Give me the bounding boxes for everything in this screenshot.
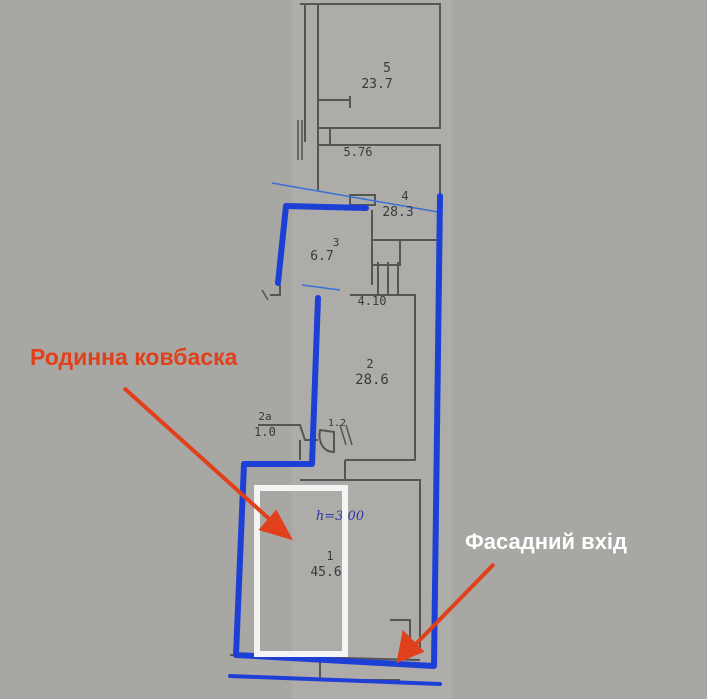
entrance-arrow-line xyxy=(410,562,496,650)
room-4-area: 28.3 xyxy=(382,205,413,220)
plan-hatching xyxy=(261,120,353,446)
section-line-lower xyxy=(301,284,341,291)
room-5-number: 5 xyxy=(383,61,391,76)
entrance-annotation-label: Фасадний вхід xyxy=(465,529,628,554)
room-1-area: 45.6 xyxy=(310,565,341,580)
annotation-arrows xyxy=(122,386,496,664)
room-3-area: 6.7 xyxy=(310,249,333,264)
room-2a-number: 2a xyxy=(258,410,271,423)
room-3-number: 3 xyxy=(333,236,340,249)
room-2-number: 2 xyxy=(366,357,373,371)
section-line xyxy=(271,182,439,213)
room-vestibule-area: 4.10 xyxy=(358,294,387,308)
room-2-area: 28.6 xyxy=(355,372,389,388)
ceiling-height-note: h=3.00 xyxy=(316,509,364,524)
sausage-arrow-line xyxy=(122,386,278,527)
entrance-arrow-head xyxy=(396,629,425,664)
room-1-number: 1 xyxy=(326,549,333,563)
room-2a-area: 1.0 xyxy=(254,425,276,439)
sausage-arrow-head xyxy=(258,509,294,541)
room-small-area: 1.2 xyxy=(328,418,346,429)
room-corridor-area: 5.76 xyxy=(344,145,373,159)
room-4-number: 4 xyxy=(401,189,408,203)
premises-outline xyxy=(228,193,443,686)
sausage-area-outline xyxy=(254,485,348,657)
room-5-area: 23.7 xyxy=(361,77,392,92)
sausage-annotation-label: Родинна ковбаска xyxy=(30,344,238,370)
room-labels: 5 23.7 5.76 4 28.3 3 6.7 4.10 2 28.6 2a … xyxy=(254,61,414,580)
